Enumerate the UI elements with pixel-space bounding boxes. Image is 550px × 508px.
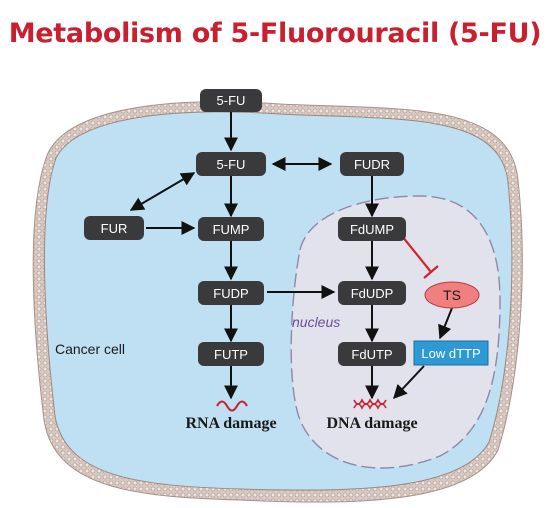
svg-text:5-FU: 5-FU [217,93,246,108]
arrow-ts-lowdttp [438,307,453,340]
node-5fu-inside: 5-FU [196,152,266,176]
rna-damage-label: RNA damage [185,415,276,432]
node-futp: FUTP [198,342,264,366]
nucleus-label: nucleus [292,314,340,330]
node-fdump: FdUMP [338,217,406,241]
svg-text:FUTP: FUTP [214,347,248,362]
svg-text:FdUTP: FdUTP [351,347,392,362]
node-fdutp: FdUTP [338,342,406,366]
svg-text:TS: TS [443,287,461,303]
svg-text:FUR: FUR [101,221,128,236]
node-5fu-outside: 5-FU [200,89,262,112]
node-fump: FUMP [198,217,264,241]
svg-text:Low dTTP: Low dTTP [421,346,480,361]
svg-text:FUDR: FUDR [354,157,390,172]
cancer-cell-label: Cancer cell [55,341,125,357]
svg-text:FdUMP: FdUMP [350,222,394,237]
dna-damage-label: DNA damage [326,415,417,432]
svg-text:FUDP: FUDP [213,286,248,301]
nucleus [290,195,501,469]
node-fur: FUR [84,216,144,240]
arrow-5fu-fur [129,172,196,211]
node-ts: TS [424,281,480,309]
node-fdudp: FdUDP [338,281,406,305]
inhibition-fdump-ts [401,235,439,279]
svg-text:5-FU: 5-FU [217,157,246,172]
rna-strand-icon [216,400,248,412]
svg-text:FUMP: FUMP [213,222,250,237]
pathway-arrows [129,112,453,400]
node-fudr: FUDR [340,152,404,176]
svg-text:FdUDP: FdUDP [351,286,394,301]
node-low-dttp: Low dTTP [413,340,489,366]
node-fudp: FUDP [198,281,264,305]
page-title: Metabolism of 5-Fluorouracil (5-FU) [8,18,542,49]
arrow-lowdttp-dna [393,365,425,400]
dna-strand-icon [353,398,387,410]
